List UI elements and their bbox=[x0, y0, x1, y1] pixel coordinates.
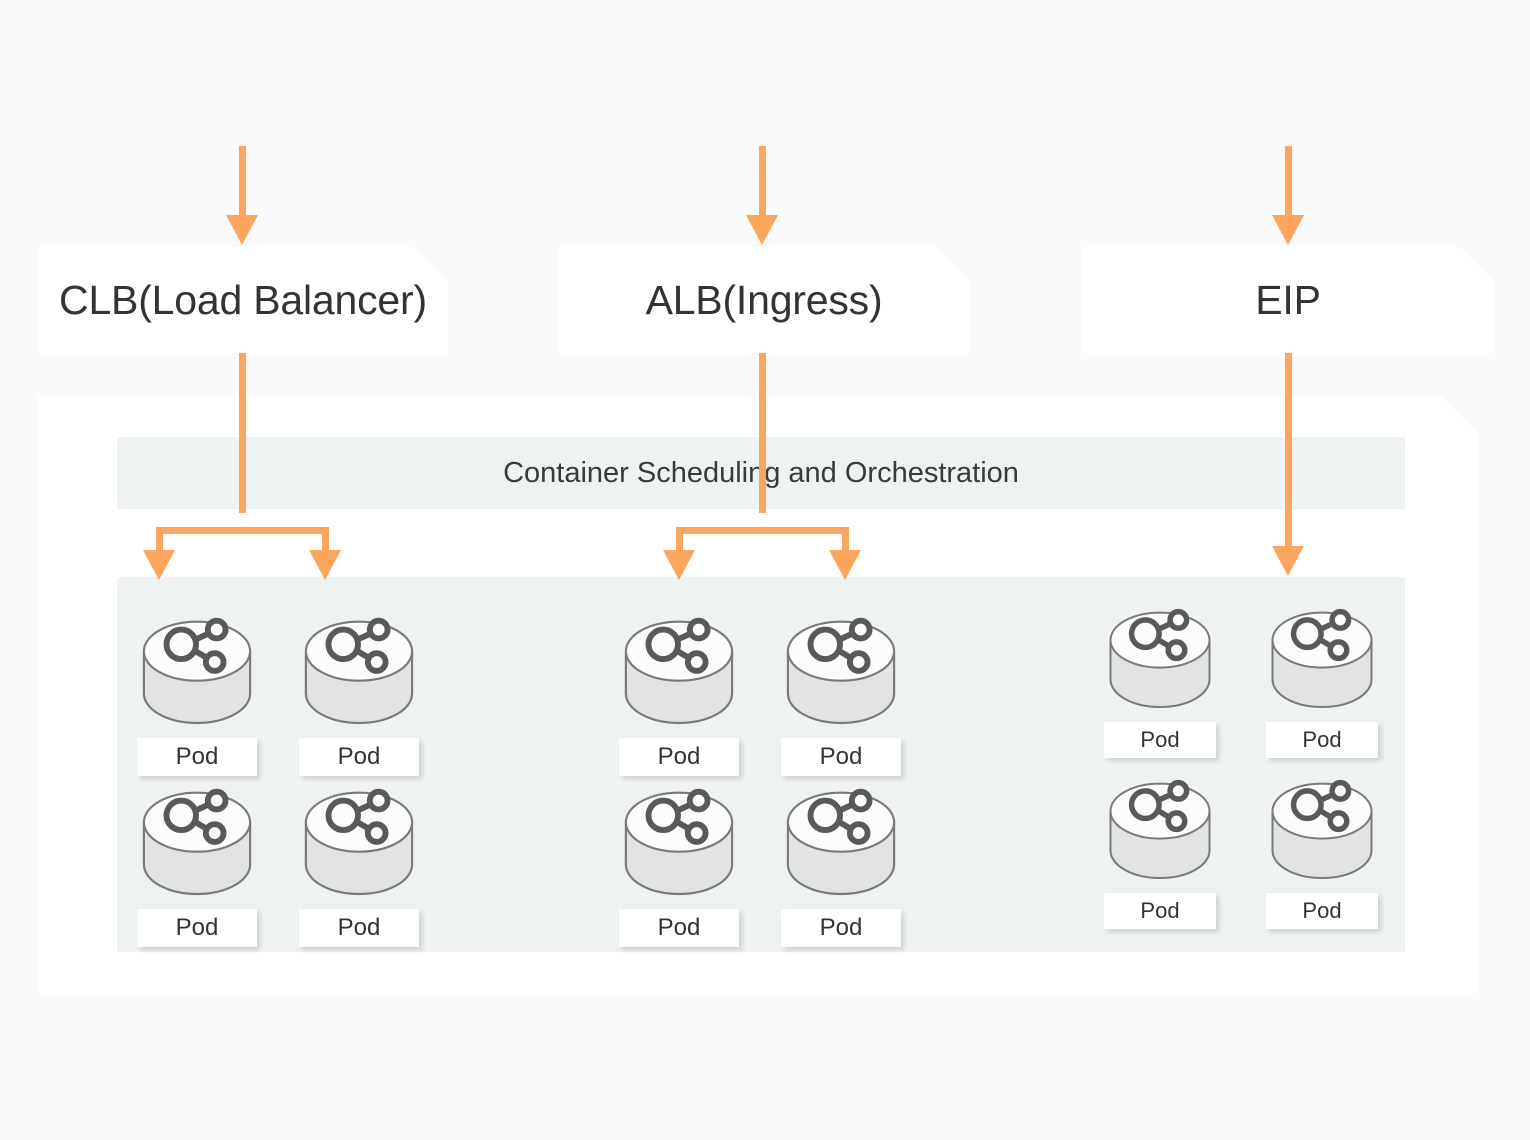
pod-network-icon bbox=[138, 600, 256, 728]
incoming-arrow-clb-line bbox=[239, 146, 246, 218]
alb-split-left-head bbox=[663, 550, 695, 580]
eip-to-pods-head bbox=[1272, 546, 1304, 576]
clb-split-right-line bbox=[322, 527, 329, 553]
alb-split-left-line bbox=[676, 527, 683, 553]
clb-box-label: CLB(Load Balancer) bbox=[59, 276, 427, 323]
pod-label: Pod bbox=[137, 909, 257, 947]
pod-network-icon bbox=[620, 771, 738, 899]
incoming-arrow-clb-head bbox=[226, 215, 258, 245]
pod-item[interactable]: Pod bbox=[137, 600, 257, 776]
eip-box[interactable]: EIP bbox=[1082, 247, 1494, 353]
pod-label: Pod bbox=[781, 909, 901, 947]
pod-item[interactable]: Pod bbox=[1266, 763, 1378, 929]
pod-item[interactable]: Pod bbox=[1104, 763, 1216, 929]
clb-split-left-line bbox=[156, 527, 163, 553]
clb-split-bar bbox=[156, 527, 329, 534]
incoming-arrow-alb-line bbox=[759, 146, 766, 218]
pod-network-icon bbox=[782, 771, 900, 899]
incoming-arrow-eip-head bbox=[1272, 215, 1304, 245]
clb-box[interactable]: CLB(Load Balancer) bbox=[38, 247, 448, 353]
pod-item[interactable]: Pod bbox=[299, 771, 419, 947]
pod-item[interactable]: Pod bbox=[1266, 592, 1378, 758]
pod-label: Pod bbox=[299, 909, 419, 947]
clb-split-right-head bbox=[309, 550, 341, 580]
pod-label: Pod bbox=[1266, 893, 1378, 929]
pod-network-icon bbox=[1267, 763, 1377, 883]
pod-network-icon bbox=[300, 771, 418, 899]
eip-to-scheduler-line bbox=[1285, 353, 1292, 551]
pod-item[interactable]: Pod bbox=[619, 771, 739, 947]
pod-label: Pod bbox=[781, 738, 901, 776]
pod-label: Pod bbox=[619, 909, 739, 947]
eip-box-label: EIP bbox=[1255, 276, 1321, 323]
pod-label: Pod bbox=[1104, 722, 1216, 758]
pod-label: Pod bbox=[137, 738, 257, 776]
pod-item[interactable]: Pod bbox=[1104, 592, 1216, 758]
alb-split-bar bbox=[676, 527, 849, 534]
pod-item[interactable]: Pod bbox=[299, 600, 419, 776]
pod-label: Pod bbox=[619, 738, 739, 776]
clb-split-left-head bbox=[143, 550, 175, 580]
alb-split-right-line bbox=[842, 527, 849, 553]
alb-box[interactable]: ALB(Ingress) bbox=[558, 247, 970, 353]
pod-label: Pod bbox=[1104, 893, 1216, 929]
pod-item[interactable]: Pod bbox=[781, 600, 901, 776]
pod-network-icon bbox=[1267, 592, 1377, 712]
pod-network-icon bbox=[782, 600, 900, 728]
pod-label: Pod bbox=[1266, 722, 1378, 758]
alb-split-right-head bbox=[829, 550, 861, 580]
pod-item[interactable]: Pod bbox=[619, 600, 739, 776]
pod-network-icon bbox=[620, 600, 738, 728]
pod-item[interactable]: Pod bbox=[781, 771, 901, 947]
pod-network-icon bbox=[1105, 763, 1215, 883]
pod-network-icon bbox=[138, 771, 256, 899]
clb-to-scheduler-line bbox=[239, 353, 246, 513]
alb-box-label: ALB(Ingress) bbox=[645, 276, 883, 323]
incoming-arrow-alb-head bbox=[746, 215, 778, 245]
pod-item[interactable]: Pod bbox=[137, 771, 257, 947]
pod-network-icon bbox=[300, 600, 418, 728]
incoming-arrow-eip-line bbox=[1285, 146, 1292, 218]
pod-network-icon bbox=[1105, 592, 1215, 712]
alb-to-scheduler-line bbox=[759, 353, 766, 513]
pod-label: Pod bbox=[299, 738, 419, 776]
